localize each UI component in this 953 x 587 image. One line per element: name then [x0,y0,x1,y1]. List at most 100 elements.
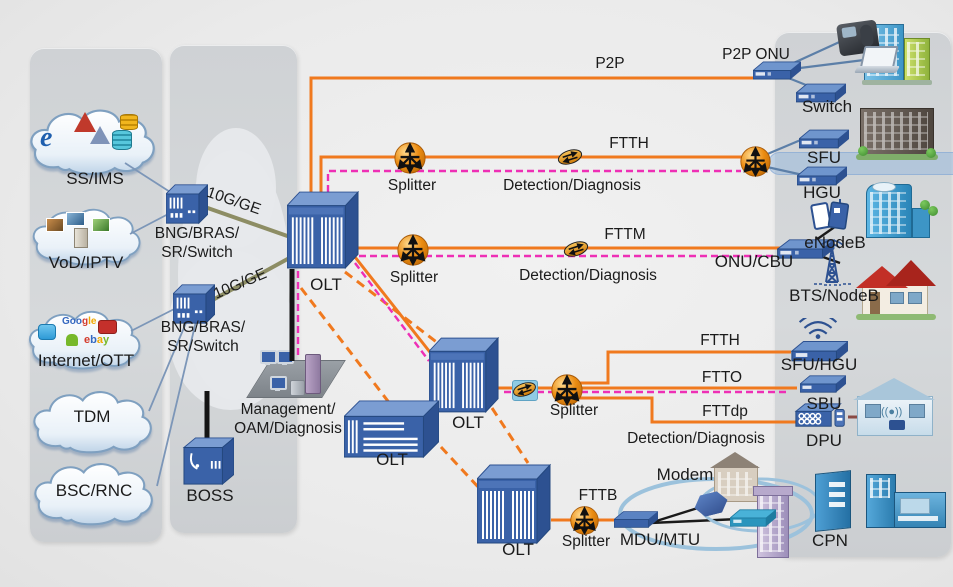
bng1-label-line2: SR/Switch [161,244,233,261]
laptop-icon [853,46,901,74]
house-wifi-icon: ((●)) [853,376,935,438]
sbu-device [798,374,848,399]
p2p-label: P2P [595,55,625,72]
bng-router-2 [171,283,217,330]
management-label: Management/ OAM/Diagnosis [222,400,354,438]
sbu-label: SBU [806,394,842,413]
bng1-label-line1: BNG/BRAS/ [154,225,240,242]
wifi-icon: ((●)) [881,406,903,418]
bsc-rnc-label: BSC/RNC [55,481,133,500]
bng2-label-line1: BNG/BRAS/ [160,319,246,336]
cpn-label: CPN [812,531,848,550]
management-printer-icon [290,380,305,396]
splitter1-label: Splitter [387,177,437,194]
database-icon [112,130,132,150]
sfu-label: SFU [807,148,841,167]
dpu-label: DPU [806,431,842,450]
building-tower-blue-icon [862,182,938,238]
olt4-chassis [475,463,552,550]
diagnosis-lines [296,169,789,394]
management-label-line1: Management/ [240,401,336,418]
video-thumbnail-icon [92,218,110,232]
vod-iptv-cloud [30,206,144,266]
twitter-icon [38,324,56,340]
internet-ott-label: Internet/OTT [37,351,135,370]
modem-label: Modem [656,465,714,484]
p2p-onu-device [751,60,803,86]
enodeb-label: eNodeB [804,233,866,252]
coins-icon [120,114,138,130]
hgu-device [795,165,849,192]
google-logo-icon: Google [62,316,97,327]
uplink-10g-lines [201,204,294,304]
fttm-label: FTTM [604,226,646,243]
detection1-label: Detection/Diagnosis [503,177,641,194]
cpe-switch-icon [728,508,778,533]
management-links [204,269,295,441]
video-thumbnail-icon [46,218,64,232]
detection2-icon [562,240,590,263]
boss-server [182,436,236,491]
onu-cbu-label: ONU/CBU [714,252,794,271]
switch-device [794,82,848,109]
detection3-icon [511,381,538,403]
management-pc-icon [270,376,287,391]
splitter4-label: Splitter [549,402,599,419]
cpn-building-icon [813,468,855,532]
bsc-rnc-cloud [28,460,160,526]
splitter4-icon [550,373,584,412]
detection2-label: Detection/Diagnosis [519,267,657,284]
splitter5-label: Splitter [561,533,611,550]
bng-router-1 [164,183,210,230]
video-thumbnail-icon [66,212,85,226]
video-server-icon [74,228,88,248]
ftth-top-label: FTTH [609,135,649,152]
management-pc-icon [260,350,277,365]
building-apartment-icon [856,106,938,162]
softswitch-triangle-icon [90,126,110,144]
detection1-icon [556,148,584,171]
vod-iptv-label: VoD/IPTV [48,253,124,272]
fttb-label: FTTB [578,487,618,504]
bng2-label-line2: SR/Switch [167,338,239,355]
e-logo-icon: e [40,122,53,153]
cpn-factory-icon [866,470,946,530]
management-label-line2: OAM/Diagnosis [234,420,342,437]
ss-ims-label: SS/IMS [66,169,124,188]
splitter2-label: Splitter [389,269,439,286]
splitter1-icon [393,141,427,180]
bng2-label: BNG/BRAS/ SR/Switch [144,318,262,356]
android-icon [66,334,78,346]
tdm-cloud [28,388,158,454]
olt1-label: OLT [310,275,342,294]
detection3-label: Detection/Diagnosis [627,430,765,447]
enodeb-icon [810,196,852,239]
fttdp-label: FTTdp [702,403,748,420]
tdm-label: TDM [73,407,111,426]
olt3-chassis [342,399,441,464]
olt4-label: OLT [502,540,534,559]
splitter3-icon [739,145,772,183]
bts-nodeb-label: BTS/NodeB [789,286,879,305]
ebay-logo-icon: ebay [84,334,110,346]
boss-label: BOSS [186,486,234,505]
olt2-label: OLT [452,413,484,432]
hgu-label: HGU [803,183,841,202]
ftth-mid-label: FTTH [700,332,740,349]
fiber-dashed-lines [299,270,530,491]
bts-nodeb-icon [810,239,854,291]
youtube-icon [98,320,117,334]
dpu-device [794,402,848,435]
olt2-chassis [427,336,500,419]
olt1-chassis [285,190,360,275]
management-server-icon [305,354,321,394]
p2p-onu-label: P2P ONU [722,46,790,63]
internet-ott-cloud: Google ebay [22,308,148,370]
switch-label: Switch [801,97,853,116]
mdu-mtu-label: MDU/MTU [619,530,701,549]
house-red-roof-icon [856,260,936,322]
bng1-label: BNG/BRAS/ SR/Switch [138,224,256,262]
olt3-label: OLT [376,450,408,469]
